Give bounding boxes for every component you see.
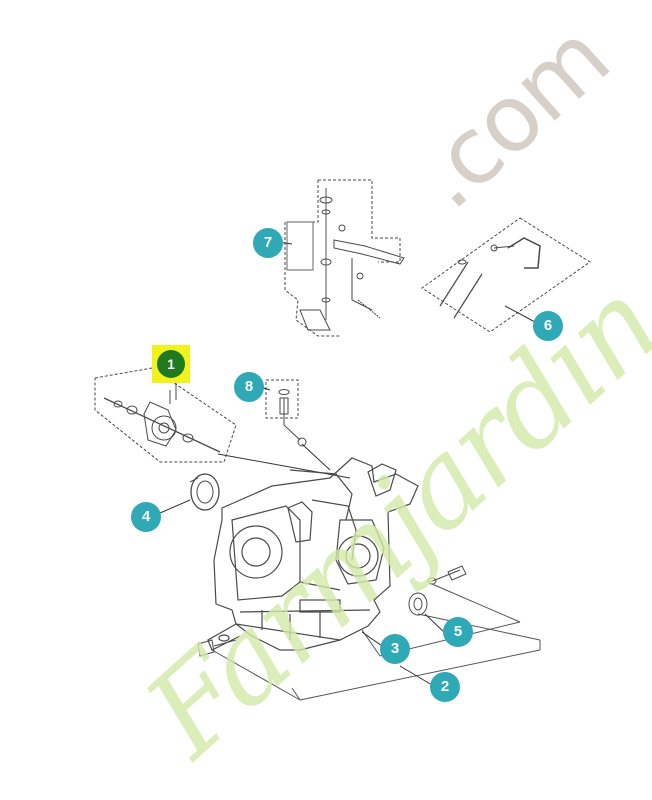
callout-3[interactable]: 3 xyxy=(380,634,410,664)
callout-4[interactable]: 4 xyxy=(131,502,161,532)
callout-8[interactable]: 8 xyxy=(234,372,264,402)
governor-lever-assembly xyxy=(284,179,405,337)
callout-5[interactable]: 5 xyxy=(443,617,473,647)
callout-1[interactable]: 1 xyxy=(157,350,185,378)
throttle-linkage-group xyxy=(421,217,591,333)
oil-seal-part xyxy=(189,473,220,511)
callout-7[interactable]: 7 xyxy=(253,228,283,258)
pin-spring-group xyxy=(265,379,307,447)
drain-bolt-part xyxy=(197,639,237,657)
callout-6[interactable]: 6 xyxy=(533,311,563,341)
oil-seal-part-2 xyxy=(408,565,467,616)
callout-2[interactable]: 2 xyxy=(430,672,460,702)
crankcase-body xyxy=(207,457,419,651)
